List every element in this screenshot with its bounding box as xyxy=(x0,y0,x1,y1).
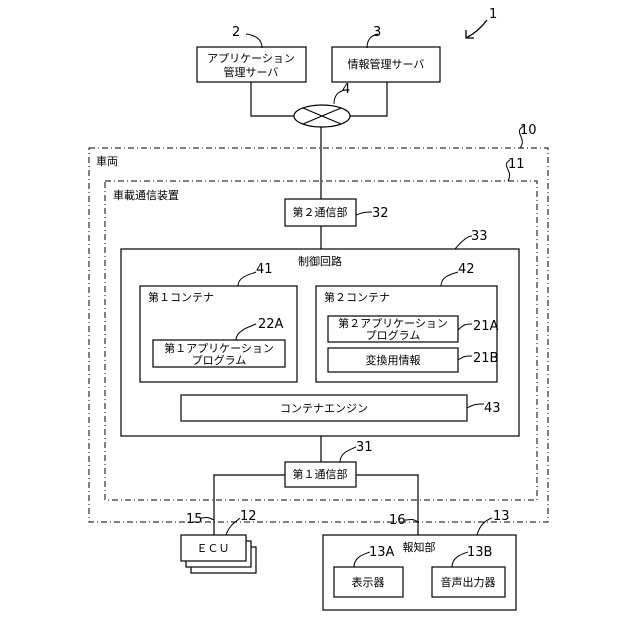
link-15 xyxy=(214,475,285,535)
ref-43: 43 xyxy=(484,401,501,416)
ref-13: 13 xyxy=(493,509,510,524)
app-server-label-line2: 管理サーバ xyxy=(224,65,279,79)
audio-label: 音声出力器 xyxy=(441,575,496,589)
vehicle-label: 車両 xyxy=(96,154,118,168)
ref-12: 12 xyxy=(240,509,257,524)
ref-3: 3 xyxy=(373,25,381,40)
ref-2: 2 xyxy=(232,25,240,40)
ref-10: 10 xyxy=(520,123,537,138)
ref-21A: 21A xyxy=(473,319,499,334)
ref-13A: 13A xyxy=(369,545,395,560)
ref-1: 1 xyxy=(489,7,497,22)
notify-label: 報知部 xyxy=(403,540,436,554)
ref-33: 33 xyxy=(471,229,488,244)
app2-label-line2: プログラム xyxy=(366,328,421,342)
ref-13B: 13B xyxy=(467,545,492,560)
comm2-label: 第２通信部 xyxy=(293,205,348,219)
info-server-label: 情報管理サーバ xyxy=(348,57,425,71)
ref-21B: 21B xyxy=(473,351,498,366)
app1-label-line1: 第１アプリケーション xyxy=(164,341,274,355)
container2-label: 第２コンテナ xyxy=(324,290,390,304)
info-server-link xyxy=(350,82,387,116)
engine-label: コンテナエンジン xyxy=(280,402,368,415)
vehicle-boundary xyxy=(89,148,548,522)
ref-16: 16 xyxy=(389,513,406,528)
app-server-label-line1: アプリケーション xyxy=(207,52,295,65)
onboard-device-label: 車載通信装置 xyxy=(113,188,179,202)
control-circuit-label: 制御回路 xyxy=(298,254,342,268)
app2-label-line1: 第２アプリケーション xyxy=(338,316,448,330)
conv-info-label: 変換用情報 xyxy=(366,353,421,367)
ref-41: 41 xyxy=(256,262,273,277)
ecu-label: ＥＣＵ xyxy=(197,542,230,555)
container1-label: 第１コンテナ xyxy=(148,290,214,304)
link-16 xyxy=(356,475,418,535)
app-server-link xyxy=(251,82,294,116)
ref-11: 11 xyxy=(508,157,525,172)
ref-32: 32 xyxy=(372,206,389,221)
comm1-label: 第１通信部 xyxy=(293,467,348,481)
app1-label-line2: プログラム xyxy=(192,353,247,367)
ref-4: 4 xyxy=(342,82,350,97)
ref-22A: 22A xyxy=(258,317,284,332)
ref-31: 31 xyxy=(356,440,373,455)
ref-15: 15 xyxy=(186,512,203,527)
ref-42: 42 xyxy=(458,262,475,277)
display-label: 表示器 xyxy=(352,575,385,589)
